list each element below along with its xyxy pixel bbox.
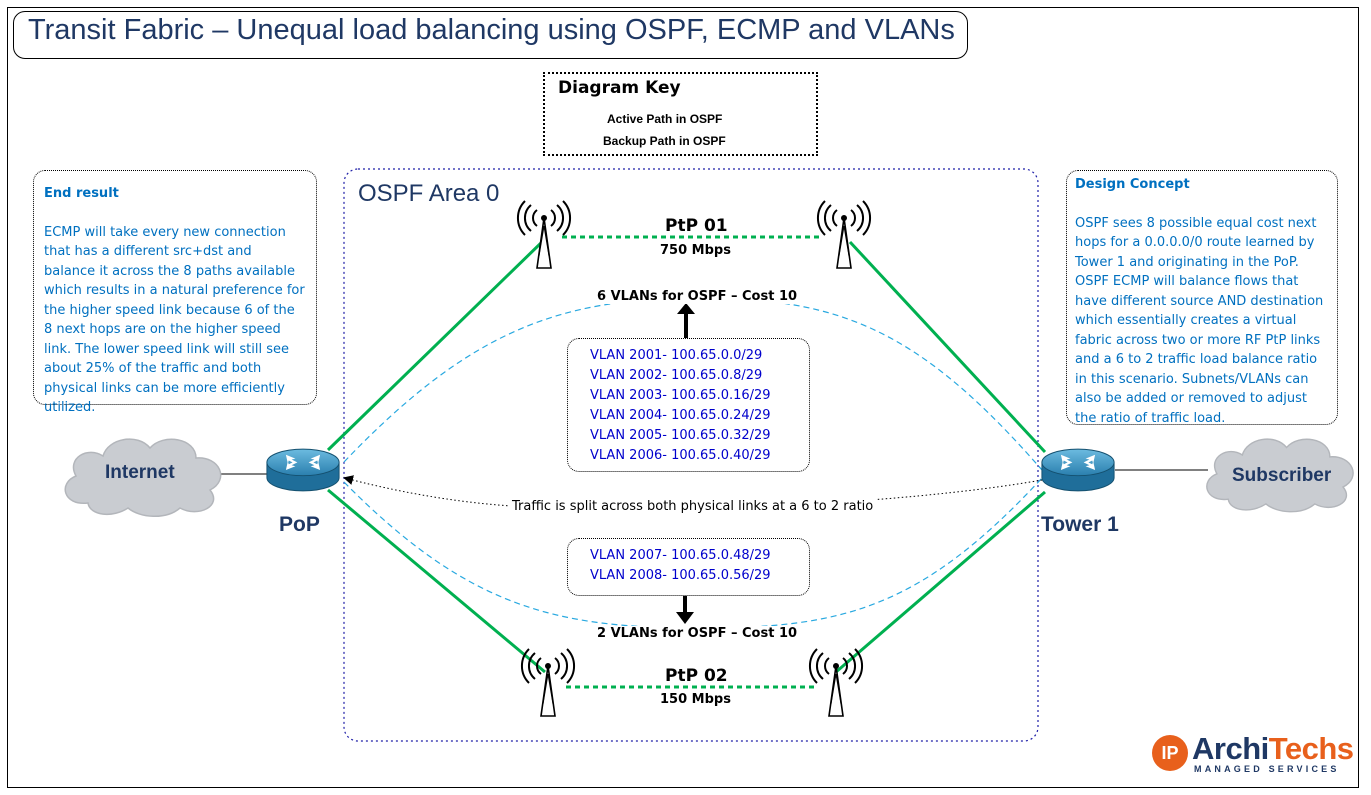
router-icon <box>1041 448 1115 492</box>
ptp02-label: PtP 02 <box>665 666 728 686</box>
end-result-body: ECMP will take every new connection that… <box>44 224 305 416</box>
internet-label: Internet <box>105 462 175 483</box>
traffic-split-arrow <box>343 475 1043 510</box>
vlan-item: VLAN 2007- 100.65.0.48/29 <box>590 548 771 563</box>
bottom-vlans-label: 2 VLANs for OSPF – Cost 10 <box>594 626 801 641</box>
vlan-item: VLAN 2002- 100.65.0.8/29 <box>590 368 763 383</box>
end-result-note: End result ECMP will take every new conn… <box>33 170 317 415</box>
end-result-heading: End result <box>44 186 119 201</box>
design-concept-body: OSPF sees 8 possible equal cost next hop… <box>1075 215 1324 426</box>
antenna-icon <box>816 200 872 269</box>
design-concept-heading: Design Concept <box>1075 177 1190 192</box>
link-ptp01-tower <box>848 240 1047 454</box>
vlan-item: VLAN 2008- 100.65.0.56/29 <box>590 568 771 583</box>
ptp01-speed: 750 Mbps <box>660 243 731 258</box>
title-box <box>13 11 968 59</box>
ptp02-speed: 150 Mbps <box>660 692 731 707</box>
ospf-area-boundary <box>343 168 1039 742</box>
vlan-item: VLAN 2003- 100.65.0.16/29 <box>590 388 771 403</box>
link-pop-ptp01 <box>326 240 544 452</box>
top-vlan-box <box>567 338 810 472</box>
vlan-item: VLAN 2004- 100.65.0.24/29 <box>590 408 771 423</box>
vlan-item: VLAN 2006- 100.65.0.40/29 <box>590 448 771 463</box>
top-vlans-label: 6 VLANs for OSPF – Cost 10 <box>594 289 801 304</box>
ptp01-label: PtP 01 <box>665 216 728 236</box>
antenna-icon <box>808 648 864 717</box>
subscriber-label: Subscriber <box>1232 465 1332 486</box>
antenna-icon <box>520 648 576 717</box>
top-vlan-list: VLAN 2001- 100.65.0.0/29 VLAN 2002- 100.… <box>590 346 771 466</box>
bottom-vlan-list: VLAN 2007- 100.65.0.48/29 VLAN 2008- 100… <box>590 546 771 586</box>
key-active-label: Active Path in OSPF <box>606 112 724 126</box>
bottom-vlan-box <box>567 538 810 596</box>
diagram-key-title: Diagram Key <box>558 78 681 98</box>
outer-frame <box>7 7 1359 788</box>
link-ptp02-tower <box>835 490 1046 674</box>
traffic-split-label: Traffic is split across both physical li… <box>509 499 877 514</box>
link-pop-ptp02 <box>327 488 546 674</box>
logo-name: ArchiTechs <box>1192 731 1354 766</box>
pop-label: PoP <box>279 513 320 536</box>
router-icon <box>266 448 340 492</box>
page-title: Transit Fabric – Unequal load balancing … <box>28 14 955 46</box>
design-concept-note: Design Concept OSPF sees 8 possible equa… <box>1066 170 1338 426</box>
vlan-item: VLAN 2005- 100.65.0.32/29 <box>590 428 771 443</box>
key-backup-label: Backup Path in OSPF <box>602 134 727 148</box>
ospf-area-label: OSPF Area 0 <box>358 180 500 207</box>
logo-subtitle: MANAGED SERVICES <box>1194 764 1340 774</box>
logo-badge: IP <box>1152 735 1188 771</box>
virtual-path-lower <box>343 477 1043 629</box>
tower-label: Tower 1 <box>1041 513 1119 536</box>
vlan-item: VLAN 2001- 100.65.0.0/29 <box>590 348 763 363</box>
